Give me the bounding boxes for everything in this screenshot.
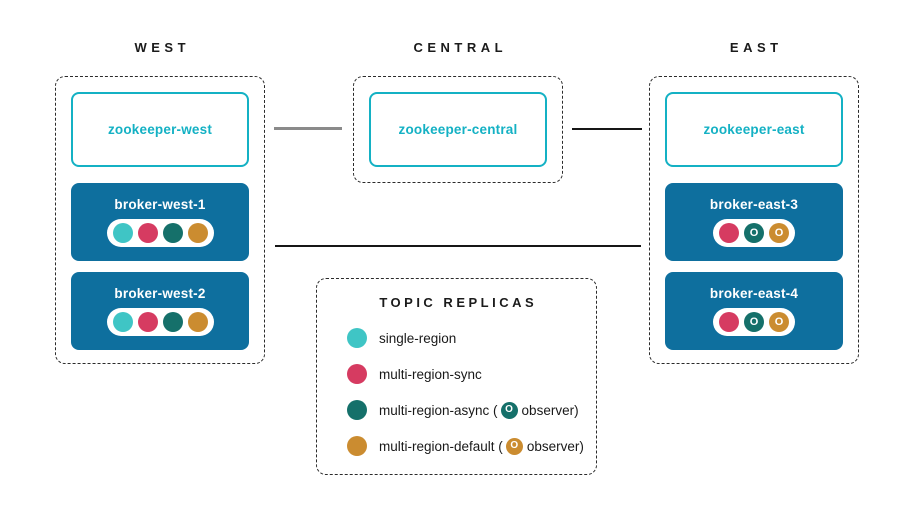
region-label-central: CENTRAL bbox=[413, 40, 508, 55]
legend-item-suffix: observer) bbox=[521, 402, 579, 418]
zookeeper-west-label: zookeeper-west bbox=[107, 122, 213, 137]
zookeeper-east-box: zookeeper-east bbox=[665, 92, 843, 167]
legend-item-multi-region-sync: multi-region-sync bbox=[347, 363, 596, 385]
broker-east-4-label: broker-east-4 bbox=[709, 286, 799, 301]
legend-item-multi-region-default: multi-region-default ( O observer) bbox=[347, 435, 596, 457]
legend-item-label: single-region bbox=[379, 330, 457, 346]
replica-dot-multi-region-sync bbox=[137, 223, 158, 243]
connector-line-zookeeper-central-east bbox=[572, 128, 642, 130]
replica-dot-multi-region-async bbox=[162, 312, 183, 332]
region-container-central: zookeeper-central bbox=[353, 76, 563, 183]
replica-dot-multi-region-default bbox=[187, 223, 208, 243]
broker-west-1-box: broker-west-1 bbox=[71, 183, 249, 261]
region-label-east: EAST bbox=[729, 40, 783, 55]
observer-dot-multi-region-async: O bbox=[500, 401, 518, 419]
region-container-west: zookeeper-west broker-west-1 broker-west… bbox=[55, 76, 265, 364]
legend-dot-multi-region-async bbox=[347, 400, 367, 420]
replica-dot-multi-region-default bbox=[187, 312, 208, 332]
broker-west-2-label: broker-west-2 bbox=[114, 286, 206, 301]
broker-west-2-box: broker-west-2 bbox=[71, 272, 249, 350]
legend-item-label: multi-region-async ( bbox=[379, 402, 498, 418]
region-label-west: WEST bbox=[134, 40, 191, 55]
replica-pill bbox=[106, 308, 214, 336]
legend-item-suffix: observer) bbox=[526, 438, 584, 454]
replica-dot-multi-region-sync bbox=[719, 223, 739, 243]
replica-pill bbox=[106, 219, 214, 247]
legend-rows: single-region multi-region-sync multi-re… bbox=[347, 327, 596, 457]
legend-item-label: multi-region-sync bbox=[379, 366, 482, 382]
legend-title: TOPIC REPLICAS bbox=[379, 295, 538, 310]
replica-dot-multi-region-sync bbox=[137, 312, 158, 332]
legend-dot-multi-region-sync bbox=[347, 364, 367, 384]
legend-item-label: multi-region-default ( bbox=[379, 438, 503, 454]
broker-east-3-label: broker-east-3 bbox=[709, 197, 799, 212]
legend-item-single-region: single-region bbox=[347, 327, 596, 349]
broker-west-1-label: broker-west-1 bbox=[114, 197, 206, 212]
replica-dot-multi-region-async-observer: O bbox=[744, 312, 764, 332]
replica-dot-multi-region-sync bbox=[719, 312, 739, 332]
observer-dot-multi-region-default: O bbox=[505, 437, 523, 455]
zookeeper-east-label: zookeeper-east bbox=[703, 122, 805, 137]
replica-dot-multi-region-default-observer: O bbox=[769, 312, 789, 332]
legend-box: TOPIC REPLICAS single-region multi-regio… bbox=[316, 278, 597, 475]
replica-dot-multi-region-async-observer: O bbox=[744, 223, 764, 243]
legend-dot-multi-region-default bbox=[347, 436, 367, 456]
legend-dot-single-region bbox=[347, 328, 367, 348]
legend-item-multi-region-async: multi-region-async ( O observer) bbox=[347, 399, 596, 421]
zookeeper-west-box: zookeeper-west bbox=[71, 92, 249, 167]
zookeeper-central-label: zookeeper-central bbox=[398, 122, 518, 137]
replica-dot-single-region bbox=[112, 312, 133, 332]
replica-dot-multi-region-default-observer: O bbox=[769, 223, 789, 243]
connector-line-zookeeper-west-central bbox=[274, 127, 342, 130]
replica-dot-single-region bbox=[112, 223, 133, 243]
zookeeper-central-box: zookeeper-central bbox=[369, 92, 547, 167]
replica-dot-multi-region-async bbox=[162, 223, 183, 243]
connector-line-brokers-west-east bbox=[275, 245, 641, 247]
